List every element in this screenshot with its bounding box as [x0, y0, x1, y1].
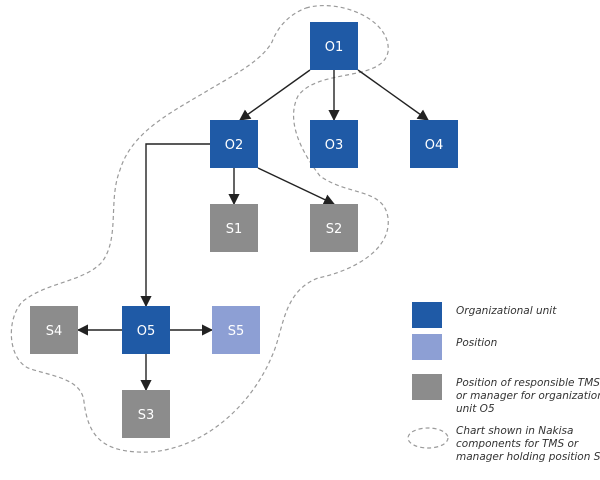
node-s3-label: S3: [138, 408, 155, 423]
node-s1: S1: [210, 204, 258, 252]
node-o5-label: O5: [137, 324, 156, 339]
edge-o2-to-o5: [140, 143, 210, 308]
node-o1-box: [310, 22, 358, 70]
node-o5: O5: [122, 306, 170, 354]
legend-item-org_unit: Organizational unit: [412, 302, 557, 328]
node-s5-box: [212, 306, 260, 354]
node-s4: S4: [30, 306, 78, 354]
legend-item-position: Position: [412, 334, 497, 360]
node-s2-box: [310, 204, 358, 252]
legend-swatch-boundary: [407, 427, 449, 449]
node-o4: O4: [410, 120, 458, 168]
legend-label-org_unit: Organizational unit: [456, 305, 557, 317]
legend-swatch-org_unit: [412, 302, 442, 328]
node-s2: S2: [310, 204, 358, 252]
legend-line-boundary-1: components for TMS or: [456, 438, 579, 450]
node-o2-box: [210, 120, 258, 168]
node-s3-box: [122, 390, 170, 438]
node-o4-label: O4: [425, 138, 444, 153]
legend-line-responsible_position-1: or manager for organizational: [456, 390, 600, 402]
node-s4-box: [30, 306, 78, 354]
node-o3-label: O3: [325, 138, 344, 153]
node-o3: O3: [310, 120, 358, 168]
visible-chart-boundary: [10, 4, 389, 453]
node-s3: S3: [122, 390, 170, 438]
legend-swatch-position: [412, 334, 442, 360]
edge-o2-to-s2: [257, 167, 336, 205]
legend-line-responsible_position-2: unit O5: [456, 403, 495, 415]
node-o3-box: [310, 120, 358, 168]
node-s1-box: [210, 204, 258, 252]
legend-line-responsible_position-0: Position of responsible TMS: [456, 377, 600, 389]
legend-label-position: Position: [456, 337, 497, 349]
node-s5: S5: [212, 306, 260, 354]
node-s5-label: S5: [228, 324, 245, 339]
legend-line-position-0: Position: [456, 337, 497, 349]
node-o1: O1: [310, 22, 358, 70]
edge-o1-to-o4: [357, 69, 429, 121]
legend-line-boundary-2: manager holding position S5: [456, 451, 600, 463]
node-o1-label: O1: [325, 40, 344, 55]
node-s1-label: S1: [226, 222, 243, 237]
legend-swatch-responsible_position: [412, 374, 442, 400]
node-o2-label: O2: [225, 138, 244, 153]
node-o2: O2: [210, 120, 258, 168]
legend-line-boundary-0: Chart shown in Nakisa: [456, 425, 573, 437]
node-o4-box: [410, 120, 458, 168]
node-s4-label: S4: [46, 324, 63, 339]
node-s2-label: S2: [326, 222, 343, 237]
node-o5-box: [122, 306, 170, 354]
legend-line-org_unit-0: Organizational unit: [456, 305, 557, 317]
edges: [76, 69, 429, 392]
edge-o1-to-o2: [239, 69, 311, 121]
